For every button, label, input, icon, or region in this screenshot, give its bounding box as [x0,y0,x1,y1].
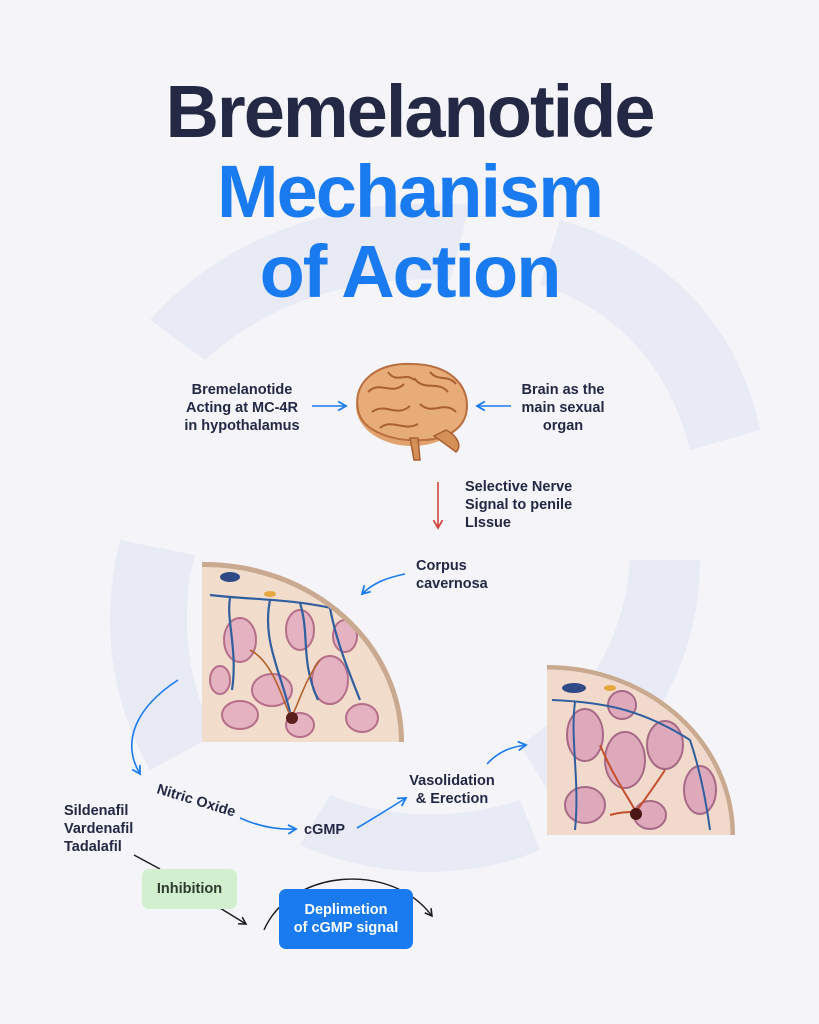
nitric-oxide-label: Nitric Oxide [155,782,238,821]
vasolidation-label: Vasolidation & Erection [409,773,495,807]
arc-depletion-cycle [263,878,433,931]
arrow-cgmp-to-vasolidation [356,797,408,829]
pde5-inhibitors-label: Sildenafil Vardenafil Tadalafil [64,803,134,855]
arrow-tissue-to-nitric-oxide [131,679,179,776]
arrow-inhibition-to-depletion [219,907,248,925]
bremelanotide-label: Bremelanotide Acting at MC-4R in hypotha… [184,382,300,434]
title-line-3: of Action [259,230,562,313]
arrow-to-corpus [360,573,406,596]
brain-icon [356,362,468,461]
title-line-1: Bremelanotide [165,70,655,153]
arrow-nitric-oxide-to-cgmp [239,817,298,835]
corpus-cavernosa-label: Corpus cavernosa [416,558,488,592]
line-inhibitors-to-inhibition [133,854,161,870]
corpus-cavernosum-cross-section-icon [202,561,404,742]
brain-organ-label: Brain as the main sexual organ [521,382,605,434]
inhibition-box: Inhibition [142,869,237,909]
cgmp-label: cGMP [304,822,346,838]
nerve-signal-label: Selective Nerve Signal to penile LIssue [465,479,573,531]
title-line-2: Mechanism [216,150,604,233]
arrow-vasolidation-to-tissue [486,740,528,765]
erect-tissue-cross-section-icon [547,665,735,835]
depletion-box: Deplimetion of cGMP signal [279,889,413,949]
